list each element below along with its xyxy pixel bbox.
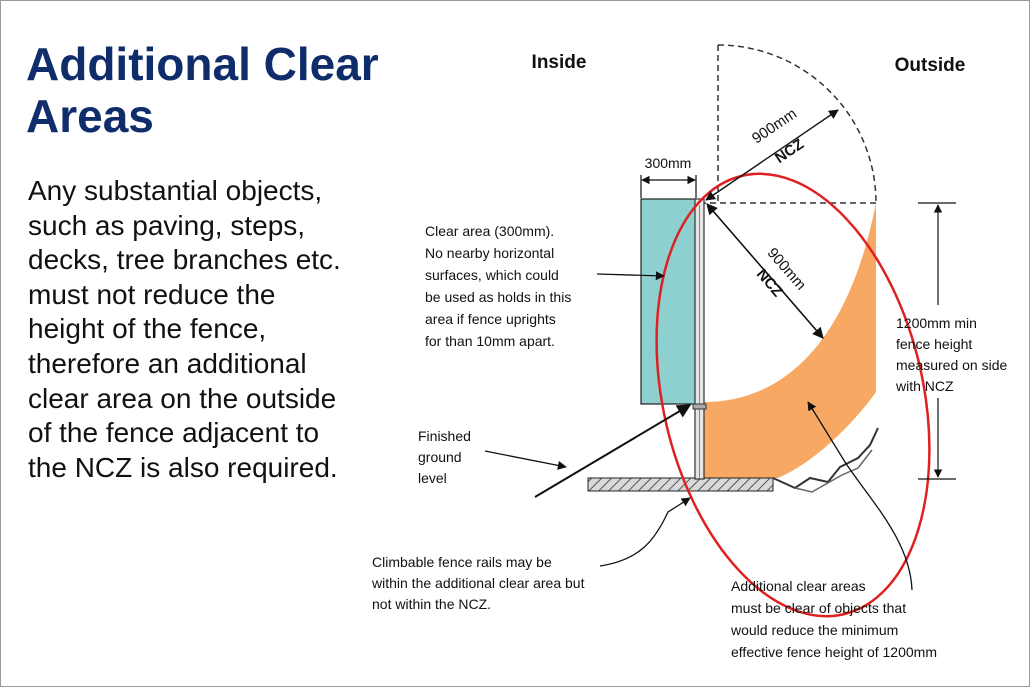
clear-area-300mm [640,198,697,405]
height-note-line: with NCZ [895,378,954,394]
paragraph-line: must not reduce the [28,278,276,310]
paragraph-line: such as paving, steps, [28,209,306,241]
explanation-paragraph: Any substantial objects, such as paving,… [28,174,408,485]
fence-rail [692,403,707,410]
title-line-2: Areas [26,90,154,142]
outside-label: Outside [895,55,966,76]
ground-note-line: ground [418,449,462,465]
paragraph-line: of the fence adjacent to [28,417,320,449]
paragraph-line: the NCZ is also required. [28,451,338,483]
dim-900-top-arrow [705,109,839,201]
page-title: Additional Clear Areas [26,38,446,142]
rails-note-line: within the additional clear area but [371,575,585,591]
ncz-arc [717,44,877,204]
rails-note: Climbable fence rails may be within the … [371,554,585,612]
clear-area-note-line: No nearby horizontal [425,245,554,261]
clear-area-note-line: Clear area (300mm). [425,223,554,239]
additional-note-line: Additional clear areas [731,578,866,594]
ground-note-line: Finished [418,428,471,444]
ground-pointer [484,450,567,470]
paragraph-line: height of the fence, [28,313,267,345]
ground-note-line: level [418,470,447,486]
height-note: 1200mm min fence height measured on side… [895,315,1008,394]
additional-note-line: would reduce the minimum [730,622,898,638]
inside-label: Inside [532,52,587,73]
height-note-line: measured on side [896,357,1008,373]
dim-900-diag-arrow [706,203,824,339]
rails-note-line: not within the NCZ. [372,596,491,612]
clear-area-pointer [596,271,665,281]
clear-area-note: Clear area (300mm). No nearby horizontal… [425,223,571,349]
paragraph-line: clear area on the outside [28,382,337,414]
clear-area-note-line: surfaces, which could [425,267,559,283]
dim-300-label: 300mm [645,155,692,171]
height-note-line: fence height [896,336,972,352]
additional-note-pointer [807,401,913,591]
clear-area-note-line: be used as holds in this [425,289,571,305]
additional-note-line: must be clear of objects that [731,600,906,616]
additional-note-line: effective fence height of 1200mm [731,644,937,660]
ground-note: Finished ground level [418,428,471,486]
slope-texture [794,449,873,493]
outside-slope [772,427,879,490]
additional-note: Additional clear areas must be clear of … [730,578,937,660]
additional-clear-area [704,203,876,478]
paragraph-line: therefore an additional [28,347,307,379]
rails-note-pointer [599,497,691,567]
dim-ncz-top-label: NCZ [772,136,807,167]
rails-note-line: Climbable fence rails may be [372,554,552,570]
clear-area-note-line: area if fence uprights [425,311,556,327]
clear-area-note-line: for than 10mm apart. [425,333,555,349]
finished-ground-level [587,477,774,492]
title-line-1: Additional Clear [26,38,379,90]
paragraph-line: decks, tree branches etc. [28,244,341,276]
height-note-line: 1200mm min [896,315,977,331]
paragraph-line: Any substantial objects, [28,175,323,206]
rail-pointer [534,404,692,498]
